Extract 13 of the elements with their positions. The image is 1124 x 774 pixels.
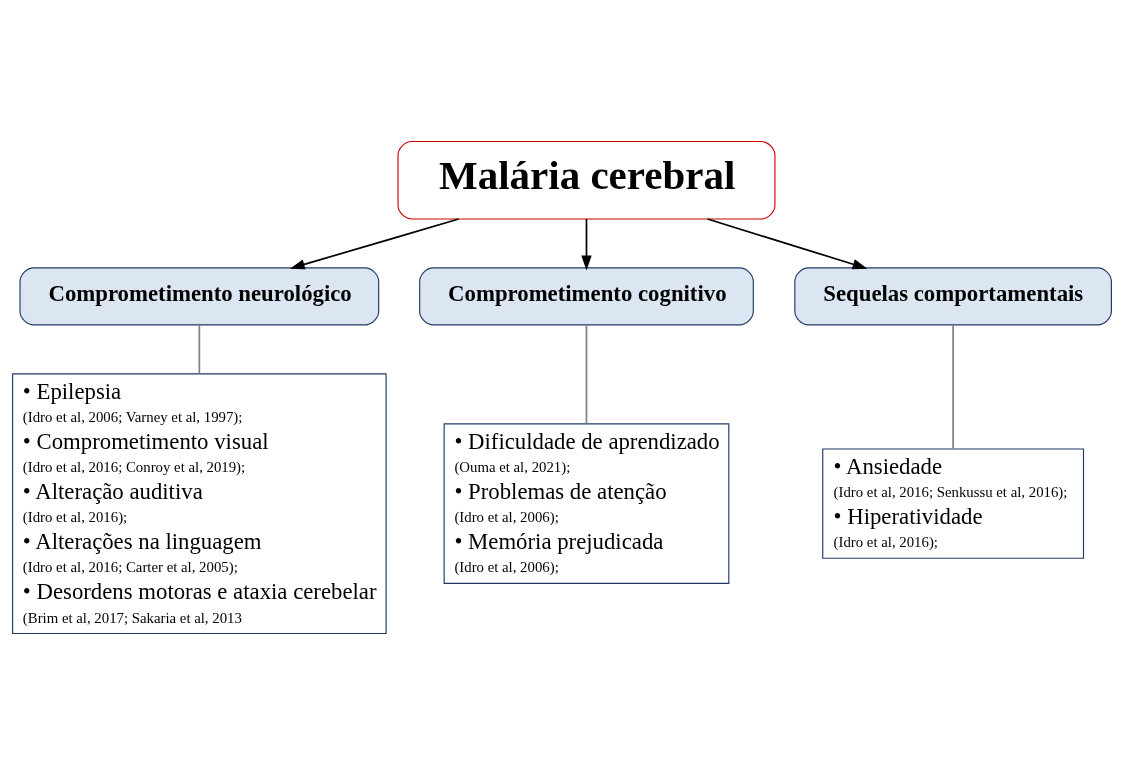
node-box: Sequelas comportamentais [794,266,1112,325]
node-box: Comprometimento cognitivo [419,266,754,325]
arrow [706,217,868,269]
node-box: • Ansiedade (Idro et al, 2016; Senkussu et al, 2016); • Hiperatividade (Idro et al, 2016); [822,447,1085,559]
node-box: • Dificuldade de aprendizado (Ouma et al, 2021); • Problemas de atenção (Idro et al, 2006); • Memória prejudicada (Idro et al, 2006); [443,422,730,584]
connector [198,323,201,375]
arrow [289,217,460,269]
node-box: • Epilepsia (Idro et al, 2006; Varney et al, 1997); • Comprometimento visual (Idro et al, 2016; Conroy et al, 2019); • Alteração auditiva (Idro et al, 2016); • Alterações na linguagem (Idro et al, 2016; Carter et al, 2005); • Desordens motoras e ataxia cerebelar (Brim et al, 2017; Sakaria et al, 2013 [12,372,387,634]
node-box: Malária cerebral [397,140,776,220]
node-box: Comprometimento neurológico [19,266,380,325]
connector [952,323,954,450]
connector [585,323,588,425]
arrow [581,217,592,270]
